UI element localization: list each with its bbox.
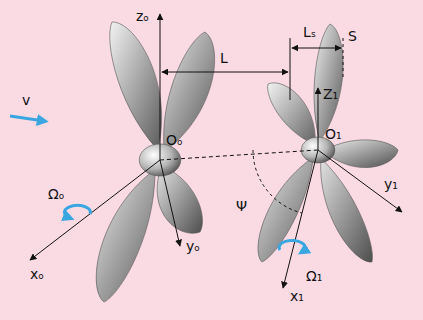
- rotation-arrow: [64, 205, 90, 218]
- axis-label: Oₒ: [166, 132, 183, 149]
- y0-axis: [160, 160, 180, 246]
- axis-label: y₁: [384, 176, 398, 193]
- motion-arrows: [10, 116, 305, 252]
- axis-label: xₒ: [30, 266, 44, 283]
- dimension-line: [292, 48, 341, 49]
- axis-label: x₁: [290, 288, 304, 305]
- propeller-blade: [314, 24, 344, 150]
- propeller-blade: [96, 158, 165, 302]
- axis-label: yₒ: [186, 238, 200, 255]
- x1-axis: [283, 150, 318, 288]
- propeller-blades: [96, 22, 398, 302]
- x0-axis: [30, 160, 160, 260]
- extension-line: [290, 38, 291, 100]
- dimension-line: [162, 72, 288, 73]
- extension-line: [343, 38, 344, 80]
- propeller-blade: [110, 22, 166, 162]
- axis-label: zₒ: [136, 8, 149, 25]
- axis-label: L: [220, 50, 228, 67]
- rotation-arrow: [279, 240, 305, 252]
- propeller-blade: [314, 148, 373, 262]
- propeller-blade: [258, 148, 322, 262]
- axis-label: S: [348, 28, 357, 45]
- axis-label: Lₛ: [303, 24, 316, 41]
- y1-axis: [318, 150, 402, 212]
- propeller-blade: [154, 32, 214, 162]
- z1-axis: [318, 88, 319, 150]
- flow-arrow: [10, 116, 44, 121]
- axis-label: O₁: [325, 126, 342, 143]
- axis-label: Ω₁: [306, 268, 322, 285]
- angle-arc: [253, 150, 302, 213]
- shaft-line: [160, 150, 318, 160]
- axis-label: Ψ: [236, 198, 247, 215]
- axis-label: Ωₒ: [48, 186, 65, 203]
- z0-axis: [160, 14, 161, 160]
- axes: [30, 14, 402, 288]
- axis-label: v: [22, 92, 30, 109]
- axis-label: Z₁: [323, 86, 338, 103]
